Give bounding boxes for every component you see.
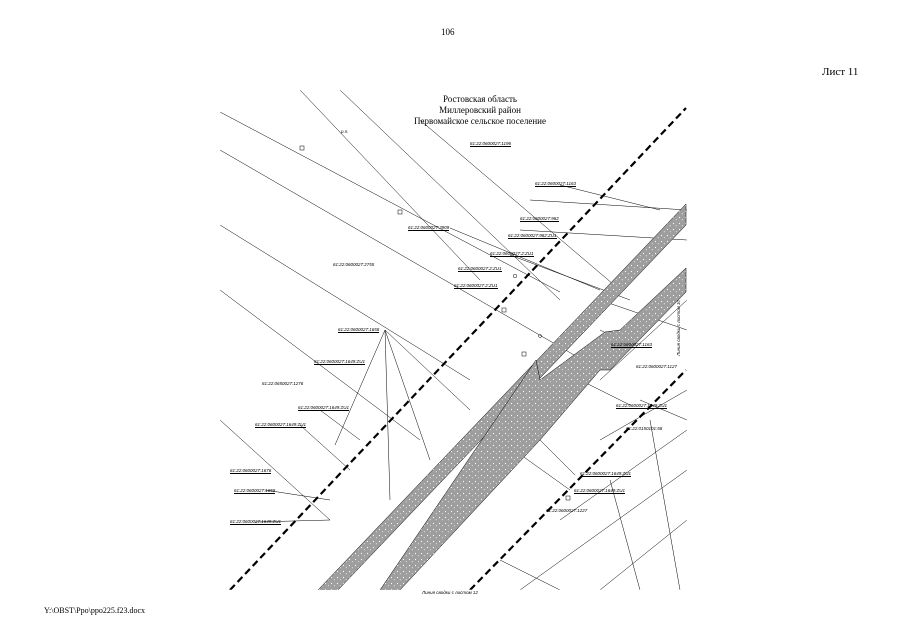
plot-line	[220, 111, 561, 293]
plot-line	[599, 389, 687, 441]
road-strip	[379, 267, 687, 590]
parcel-label: 61:22:0600027:1163	[611, 342, 652, 348]
parcel-label: 61:22:0600027:1227	[546, 508, 588, 513]
plot-line	[220, 289, 421, 441]
plot-line	[339, 90, 561, 301]
plot-line	[419, 119, 621, 291]
leader-line	[559, 184, 661, 211]
leader-line	[384, 329, 471, 411]
sheet-join-note: Линия сводки с листом 10	[676, 300, 681, 356]
marker-label: р.п.	[341, 129, 349, 134]
map-title-district: Миллеровский район	[439, 105, 521, 115]
parcel-label: 61:22:0600027:1127	[636, 364, 677, 369]
point-mark	[512, 273, 518, 279]
plot-line	[609, 479, 641, 590]
parcel-label: 61:22:0600027:982:ZU1	[508, 233, 557, 239]
point-mark	[397, 209, 403, 215]
plot-line	[299, 90, 481, 281]
parcel-label: 61:22:0600027:2755	[333, 262, 375, 267]
leader-line	[319, 409, 361, 441]
plot-line	[499, 559, 561, 590]
parcel-label: 61:22:0600027:1649:ZU1	[574, 488, 626, 494]
point-mark	[299, 145, 305, 151]
leader-line	[334, 329, 386, 446]
parcel-label: 61:22:0600027:1649:ZU1	[298, 405, 350, 411]
parcel-label: 61:22:0150101:58	[626, 426, 663, 431]
parcel-label: 61:22:0600027:1658	[234, 488, 276, 494]
plot-line	[649, 419, 681, 590]
plot-line	[639, 399, 687, 421]
leader-line	[579, 379, 631, 406]
parcel-label: 61:22:0600027:1163	[535, 181, 576, 187]
leader-line	[254, 519, 331, 523]
page-number: 106	[441, 27, 455, 37]
plot-line	[599, 299, 687, 381]
parcel-label: 61:22:0600027:3909	[408, 225, 450, 231]
map-title-region: Ростовская область	[443, 94, 517, 104]
boundary-dashed-line	[469, 369, 687, 590]
map-title-settlement: Первомайское сельское поселение	[414, 116, 546, 126]
parcel-label: 61:22:0600027:1649:ZU1	[314, 359, 366, 365]
point-mark	[538, 334, 542, 338]
leader-line	[299, 424, 351, 471]
point-mark	[521, 351, 527, 357]
file-path: Y:\OBST\Ppo\ppo225.f23.docx	[44, 606, 146, 615]
point-mark	[565, 495, 571, 501]
parcel-label: 61:22:0600027:1649:ZU1	[255, 422, 307, 428]
parcel-label: 61:22:0600027:1649:ZU1	[580, 471, 632, 477]
parcel-label: 61:22:0600027:2:ZU1	[454, 283, 498, 289]
plot-line	[529, 199, 687, 211]
plot-line	[559, 429, 687, 521]
parcel-label: 61:22:0600027:1658	[338, 327, 380, 333]
plot-line	[220, 419, 331, 521]
parcel-label: 61:22:0600027:1649:ZU1	[230, 519, 282, 525]
plot-line	[519, 469, 687, 590]
leader-line	[449, 227, 601, 291]
plot-line	[599, 519, 687, 590]
leader-line	[384, 329, 431, 461]
sheet-label: Лист 11	[822, 66, 859, 78]
parcel-label: 61:22:0600027:1676	[230, 468, 272, 474]
parcel-label: 61:22:0600027:1649:ZU1	[616, 403, 668, 409]
parcel-label: 61:22:0600027:2:ZU1	[458, 266, 502, 272]
parcel-label: 61:22:0600027:1196	[470, 141, 511, 147]
parcel-label: 61:22:0600027:982	[520, 216, 559, 222]
point-mark	[501, 307, 507, 313]
sheet-join-note: Линия сводки с листом 12	[422, 590, 478, 595]
leader-line	[264, 489, 331, 501]
leader-line	[384, 329, 391, 501]
parcel-label: 61:22:0600027:2:ZU1	[490, 251, 534, 257]
boundary-dashed-line	[229, 107, 687, 590]
plot-line	[220, 224, 471, 381]
parcel-label: 61:22:0650027:1276	[262, 381, 304, 386]
plot-line	[220, 149, 601, 371]
road-strip	[317, 203, 687, 590]
